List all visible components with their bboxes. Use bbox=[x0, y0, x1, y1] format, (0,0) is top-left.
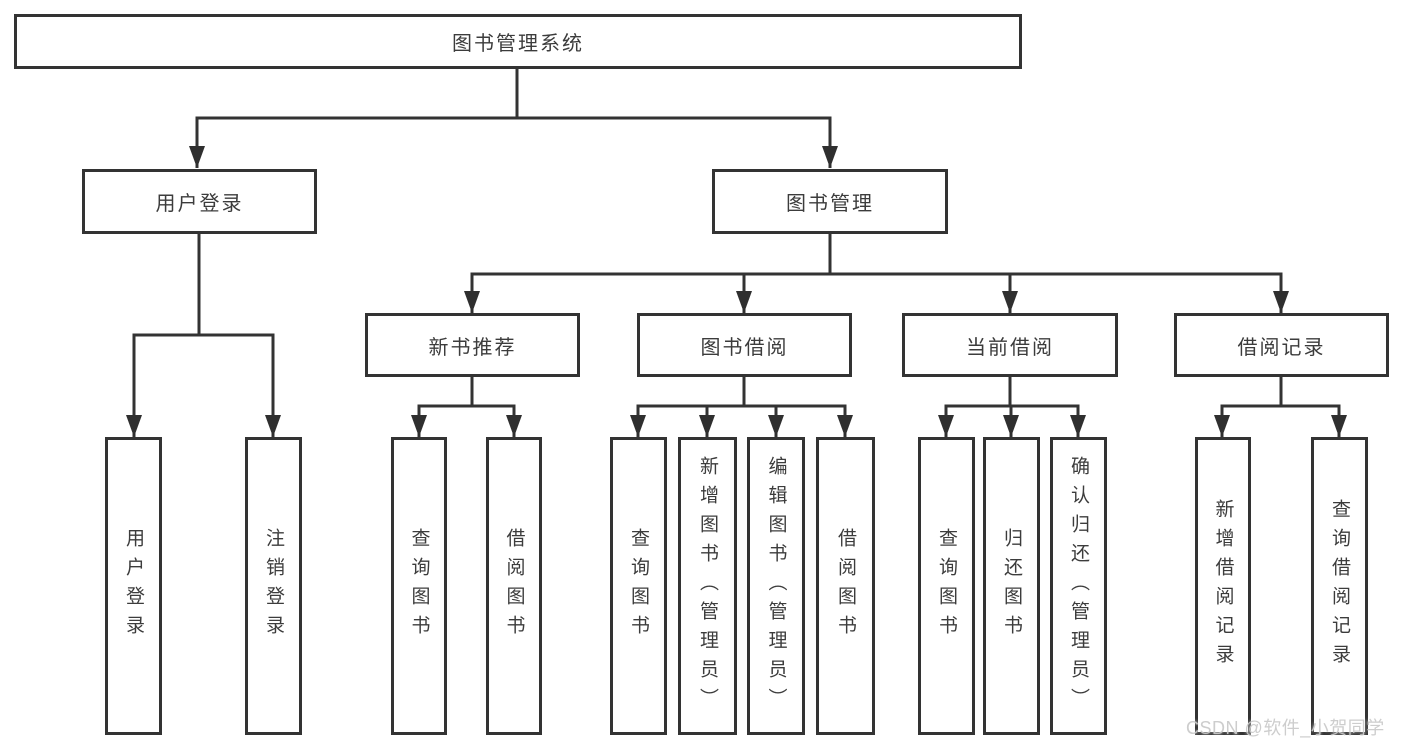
leaf-record-add-record: 新增借阅记录 bbox=[1195, 437, 1251, 735]
arrowhead-icon bbox=[189, 146, 205, 168]
leaf-current-return-book: 归还图书 bbox=[983, 437, 1040, 735]
connector-new-book-recommend-children bbox=[417, 377, 516, 437]
node-current-borrow-label: 当前借阅 bbox=[966, 336, 1054, 359]
node-new-book-recommend: 新书推荐 bbox=[365, 313, 580, 377]
node-user-login: 用户登录 bbox=[82, 169, 317, 234]
arrowhead-icon bbox=[411, 415, 427, 437]
watermark: CSDN @软件_小贺同学 bbox=[1186, 718, 1385, 738]
arrowhead-icon bbox=[1273, 291, 1289, 313]
arrowhead-icon bbox=[938, 415, 954, 437]
connector-lines bbox=[132, 69, 1341, 437]
leaf-current-return-book-label: 归还图书 bbox=[1001, 528, 1022, 644]
node-book-borrow: 图书借阅 bbox=[637, 313, 852, 377]
leaf-borrow-add-book: 新增图书（管理员） bbox=[678, 437, 737, 735]
connector-current-borrow-children bbox=[944, 377, 1080, 437]
leaf-current-query-book: 查询图书 bbox=[918, 437, 975, 735]
connector-book-management-children bbox=[470, 234, 1283, 313]
node-root: 图书管理系统 bbox=[14, 14, 1022, 69]
arrowhead-icon bbox=[1070, 415, 1086, 437]
arrowhead-icon bbox=[464, 291, 480, 313]
arrowhead-icon bbox=[1003, 415, 1019, 437]
leaf-recommend-borrow-book: 借阅图书 bbox=[486, 437, 542, 735]
leaf-record-query-record: 查询借阅记录 bbox=[1311, 437, 1368, 735]
arrowhead-icon bbox=[768, 415, 784, 437]
leaf-current-confirm-return: 确认归还（管理员） bbox=[1050, 437, 1107, 735]
arrowhead-icon bbox=[736, 291, 752, 313]
arrowhead-icon bbox=[1214, 415, 1230, 437]
arrowhead-icon bbox=[630, 415, 646, 437]
leaf-recommend-query-book: 查询图书 bbox=[391, 437, 447, 735]
node-root-label: 图书管理系统 bbox=[452, 33, 584, 55]
node-current-borrow: 当前借阅 bbox=[902, 313, 1118, 377]
node-new-book-recommend-label: 新书推荐 bbox=[428, 336, 517, 359]
arrowhead-icon bbox=[699, 415, 715, 437]
leaf-borrow-borrow-book-label: 借阅图书 bbox=[835, 528, 856, 644]
node-borrow-record-label: 借阅记录 bbox=[1237, 336, 1326, 359]
leaf-borrow-edit-book-label: 编辑图书（管理员） bbox=[765, 455, 787, 717]
leaf-logout: 注销登录 bbox=[245, 437, 302, 735]
leaf-current-confirm-return-label: 确认归还（管理员） bbox=[1068, 455, 1089, 717]
node-book-management: 图书管理 bbox=[712, 169, 948, 234]
leaf-borrow-query-book-label: 查询图书 bbox=[628, 528, 649, 644]
arrowhead-icon bbox=[265, 415, 281, 437]
leaf-borrow-edit-book: 编辑图书（管理员） bbox=[747, 437, 805, 735]
leaf-current-query-book-label: 查询图书 bbox=[936, 528, 957, 644]
node-user-login-label: 用户登录 bbox=[155, 193, 244, 215]
connector-book-borrow-children bbox=[636, 377, 847, 437]
leaf-borrow-query-book: 查询图书 bbox=[610, 437, 667, 735]
connector-user-login-children bbox=[132, 234, 275, 437]
leaf-user-login: 用户登录 bbox=[105, 437, 162, 735]
connector-borrow-record-children bbox=[1220, 377, 1341, 437]
node-book-borrow-label: 图书借阅 bbox=[700, 336, 789, 359]
arrowhead-icon bbox=[506, 415, 522, 437]
leaf-record-add-record-label: 新增借阅记录 bbox=[1212, 499, 1234, 673]
leaf-recommend-borrow-book-label: 借阅图书 bbox=[503, 528, 525, 644]
leaf-user-login-label: 用户登录 bbox=[123, 528, 144, 644]
leaf-recommend-query-book-label: 查询图书 bbox=[408, 528, 430, 644]
arrowhead-icon bbox=[1331, 415, 1347, 437]
arrowhead-icon bbox=[1002, 291, 1018, 313]
arrowhead-icon bbox=[822, 146, 838, 168]
connector-root-to-level2 bbox=[195, 116, 832, 168]
arrowhead-icon bbox=[126, 415, 142, 437]
leaf-borrow-borrow-book: 借阅图书 bbox=[816, 437, 875, 735]
leaf-borrow-add-book-label: 新增图书（管理员） bbox=[697, 455, 718, 717]
leaf-record-query-record-label: 查询借阅记录 bbox=[1329, 499, 1350, 673]
node-borrow-record: 借阅记录 bbox=[1174, 313, 1389, 377]
leaf-logout-label: 注销登录 bbox=[263, 528, 284, 644]
arrowhead-icon bbox=[837, 415, 853, 437]
node-book-management-label: 图书管理 bbox=[786, 193, 874, 215]
